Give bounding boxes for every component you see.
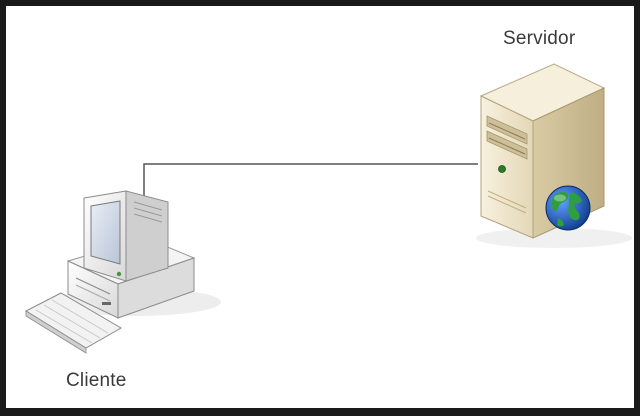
desktop-computer-icon — [24, 190, 221, 354]
client-label: Cliente — [66, 370, 127, 391]
network-diagram — [24, 63, 632, 354]
connection-line — [143, 163, 478, 196]
server-tower-with-globe-icon — [476, 63, 632, 248]
diagram-canvas: Servidor Cliente — [6, 6, 634, 408]
server-label: Servidor — [503, 28, 576, 49]
globe-icon — [545, 185, 591, 231]
keyboard-icon — [24, 292, 122, 354]
